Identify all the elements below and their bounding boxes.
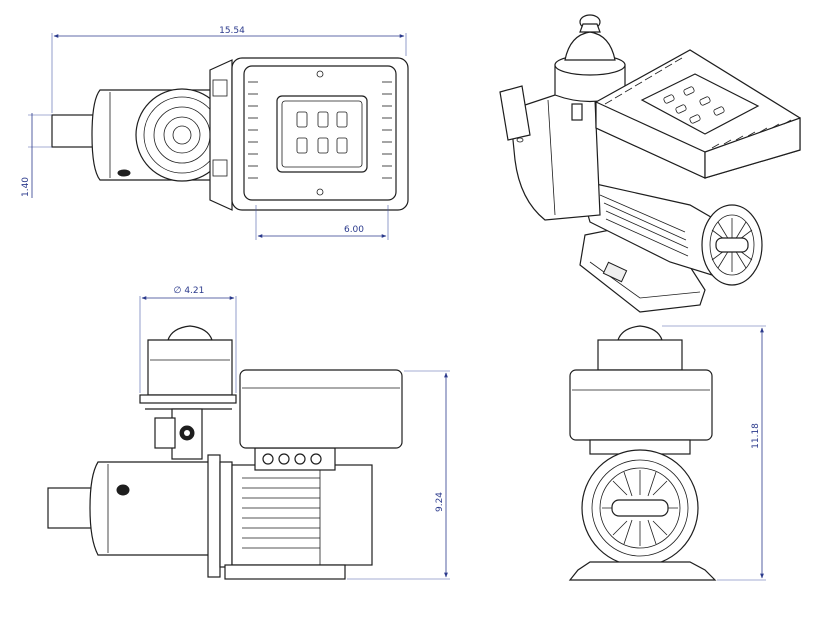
- dim-side-height: 11.18: [751, 423, 761, 449]
- keypad-buttons: [296, 111, 348, 154]
- front-view: ∅ 4.21 9.24: [47, 286, 450, 580]
- top-view: 15.54 6.00 1.40: [21, 26, 409, 240]
- dim-front-height: 9.24: [435, 492, 445, 512]
- isometric-view: [499, 14, 801, 313]
- iso-keypad-buttons: [663, 86, 725, 124]
- side-view: 11.18: [568, 325, 766, 581]
- dim-front-diameter: ∅ 4.21: [174, 286, 205, 296]
- dim-top-inlet: 1.40: [21, 177, 31, 197]
- dim-top-length: 15.54: [219, 26, 245, 36]
- dim-top-motor-width: 6.00: [344, 225, 364, 235]
